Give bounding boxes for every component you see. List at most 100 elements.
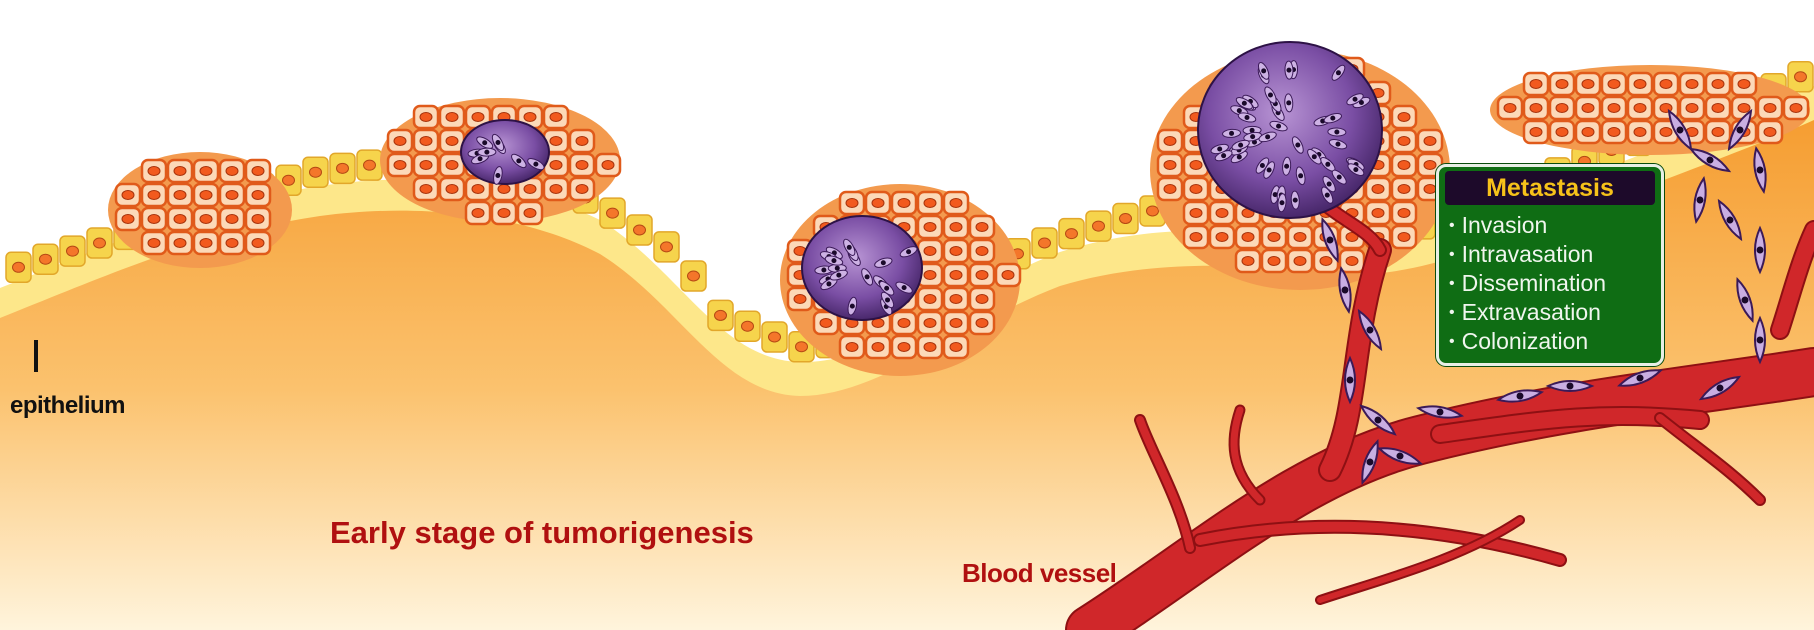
hyperplastic-cell [596,154,620,176]
epithelial-cell [1059,219,1084,249]
hyperplastic-cell [866,336,890,358]
hyperplastic-cell [1392,154,1416,176]
migrating-cell [1345,358,1355,402]
hyperplastic-cell [1524,97,1548,119]
hyperplastic-cell [970,216,994,238]
hyperplastic-cell [892,312,916,334]
hyperplastic-cell [1602,121,1626,143]
hyperplastic-cell [1654,73,1678,95]
hyperplastic-cell [1498,97,1522,119]
hyperplastic-cell [1680,97,1704,119]
epithelial-cell [627,215,652,245]
epithelial-cell [1086,211,1111,241]
epithelial-cell [330,153,355,183]
hyperplastic-cell [1680,73,1704,95]
hyperplastic-cell [1628,97,1652,119]
hyperplastic-cell [414,106,438,128]
hyperplastic-cell [142,232,166,254]
hyperplastic-cell [194,232,218,254]
hyperplastic-cell [116,208,140,230]
hyperplastic-cell [944,192,968,214]
epithelium-marker [34,340,38,372]
hyperplastic-cell [892,192,916,214]
hyperplastic-cell [970,288,994,310]
hyperplastic-cell [414,154,438,176]
migrating-cell [1548,381,1592,391]
tumor-mass [461,120,549,185]
hyperplastic-cell [1288,226,1312,248]
hyperplastic-cell [388,154,412,176]
hyperplastic-cell [194,184,218,206]
hyperplastic-cell [1602,97,1626,119]
hyperplastic-cell [414,178,438,200]
migrating-cell [1755,318,1765,362]
hyperplastic-cell [1392,202,1416,224]
hyperplastic-cell [116,184,140,206]
hyperplastic-cell [440,178,464,200]
epithelial-cell [708,300,733,330]
hyperplastic-cell [168,184,192,206]
tumor-mass [802,216,922,320]
hyperplastic-cell [168,232,192,254]
hyperplastic-cell [1758,121,1782,143]
epithelial-cell [1788,62,1813,92]
hyperplastic-cell [840,192,864,214]
hyperplastic-cell [1418,130,1442,152]
hyperplastic-cell [1184,178,1208,200]
hyperplastic-cell [1602,73,1626,95]
hyperplastic-cell [1524,121,1548,143]
hyperplastic-cell [220,208,244,230]
hyperplastic-cell [246,232,270,254]
migrating-cell [1755,228,1765,272]
hyperplastic-cell [1576,97,1600,119]
hyperplastic-cell [1184,202,1208,224]
hyperplastic-cell [944,312,968,334]
hyperplastic-cell [246,208,270,230]
hyperplastic-cell [570,178,594,200]
hyperplastic-cell [918,312,942,334]
epithelial-cell [87,228,112,258]
epithelial-cell [654,232,679,262]
hyperplastic-cell [544,178,568,200]
hyperplastic-cell [544,106,568,128]
epithelial-cell [357,150,382,180]
hyperplastic-cell [918,192,942,214]
hyperplastic-cell [944,240,968,262]
metastasis-step: Intravasation [1449,240,1661,269]
metastasis-step: Dissemination [1449,269,1661,298]
tumor-mass [1198,42,1382,218]
hyperplastic-cell [944,336,968,358]
hyperplastic-cell [1184,226,1208,248]
metastasis-step: Colonization [1449,327,1661,356]
hyperplastic-cell [1158,178,1182,200]
hyperplastic-cell [1758,97,1782,119]
hyperplastic-cell [1628,121,1652,143]
epithelial-cell [1113,204,1138,234]
hyperplastic-cell [840,336,864,358]
hyperplastic-cell [892,336,916,358]
hyperplastic-cell [1706,121,1730,143]
hyperplastic-cell [970,312,994,334]
hyperplastic-cell [1576,121,1600,143]
metastasis-steps: Invasion Intravasation Dissemination Ext… [1439,211,1661,356]
hyperplastic-cluster [1490,65,1810,155]
hyperplastic-cell [944,264,968,286]
hyperplastic-cell [1340,250,1364,272]
hyperplastic-cell [918,216,942,238]
metastasis-step: Extravasation [1449,298,1661,327]
hyperplastic-cell [1784,97,1808,119]
hyperplastic-cell [388,130,412,152]
hyperplastic-cell [1576,73,1600,95]
epithelium-label: epithelium [10,392,125,420]
hyperplastic-cell [194,208,218,230]
epithelial-cell [681,261,706,291]
metastasis-step: Invasion [1449,211,1661,240]
hyperplastic-cell [1732,73,1756,95]
hyperplastic-cell [996,264,1020,286]
hyperplastic-cell [168,160,192,182]
hyperplastic-cell [1706,73,1730,95]
epithelial-cell [33,244,58,274]
hyperplastic-cell [1392,178,1416,200]
hyperplastic-cell [142,160,166,182]
